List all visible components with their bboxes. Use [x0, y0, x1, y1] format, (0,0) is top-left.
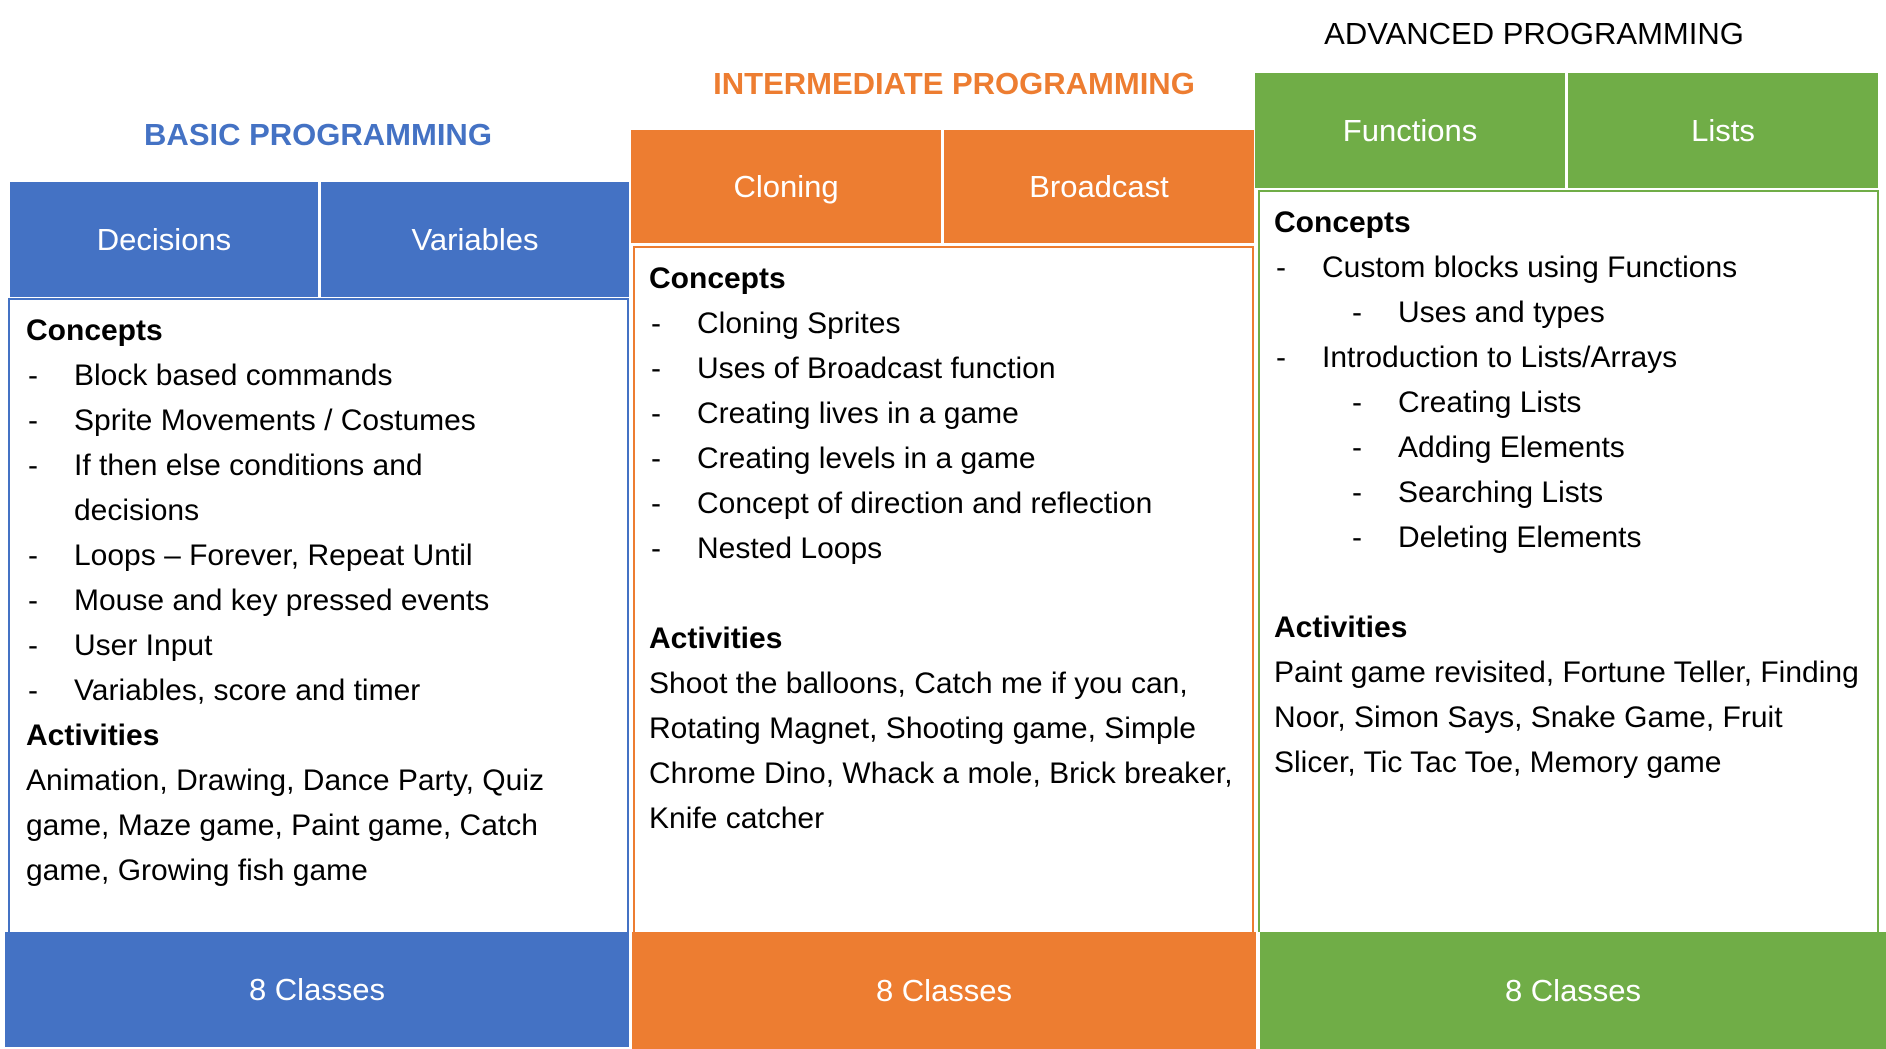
content-box-intermediate: Concepts Cloning Sprites Uses of Broadca… [633, 246, 1254, 932]
concept-item: Loops – Forever, Repeat Until [26, 533, 613, 578]
concept-subitem: Adding Elements [1274, 425, 1863, 470]
concept-subitem: Creating Lists [1274, 380, 1863, 425]
activities-text: Animation, Drawing, Dance Party, Quiz ga… [26, 764, 544, 887]
activities-text: Paint game revisited, Fortune Teller, Fi… [1274, 656, 1859, 779]
class-count-label: 8 Classes [875, 972, 1013, 1008]
class-count-band-basic: 8 Classes [5, 932, 629, 1047]
tab-functions: Functions [1342, 112, 1478, 148]
concept-item: Block based commands [26, 353, 613, 398]
concepts-list: Block based commands Sprite Movements / … [26, 353, 613, 713]
concept-item: Mouse and key pressed events [26, 578, 613, 623]
content-box-advanced: Concepts Custom blocks using Functions U… [1258, 190, 1879, 932]
activities-heading: Activities [26, 719, 160, 752]
spacer [649, 571, 1238, 616]
class-count-label: 8 Classes [248, 971, 386, 1007]
concept-item: User Input [26, 623, 613, 668]
tab-lists: Lists [1565, 73, 1878, 188]
concept-item: Nested Loops [649, 526, 1238, 571]
concept-item: Cloning Sprites [649, 301, 1238, 346]
topic-header-intermediate: Cloning Broadcast [631, 130, 1254, 243]
concept-item: If then else conditions and decisions [26, 443, 494, 533]
concept-item: Introduction to Lists/Arrays [1274, 335, 1863, 380]
concepts-heading: Concepts [649, 262, 786, 295]
class-count-label: 8 Classes [1504, 972, 1642, 1008]
class-count-band-intermediate: 8 Classes [632, 932, 1256, 1049]
concepts-heading: Concepts [1274, 206, 1411, 239]
concept-item: Creating lives in a game [649, 391, 1238, 436]
level-title-advanced: ADVANCED PROGRAMMING [1324, 16, 1744, 51]
tab-broadcast: Broadcast [941, 130, 1254, 243]
concept-item: Concept of direction and reflection [649, 481, 1238, 526]
activities-heading: Activities [649, 622, 783, 655]
concepts-heading: Concepts [26, 314, 163, 347]
concept-subitem: Searching Lists [1274, 470, 1863, 515]
level-title-basic: BASIC PROGRAMMING [144, 117, 492, 152]
tab-decisions: Decisions [96, 221, 232, 257]
concepts-list: Custom blocks using Functions Uses and t… [1274, 245, 1863, 560]
level-title-intermediate: INTERMEDIATE PROGRAMMING [713, 66, 1195, 101]
concept-subitem: Uses and types [1274, 290, 1863, 335]
concept-item: Custom blocks using Functions [1274, 245, 1863, 290]
activities-text: Shoot the balloons, Catch me if you can,… [649, 667, 1233, 835]
activities-heading: Activities [1274, 611, 1408, 644]
topic-header-basic: Decisions Variables [10, 182, 629, 297]
concept-item: Creating levels in a game [649, 436, 1238, 481]
concept-item: Sprite Movements / Costumes [26, 398, 613, 443]
concept-item: Variables, score and timer [26, 668, 613, 713]
tab-cloning: Cloning [733, 168, 839, 204]
content-box-basic: Concepts Block based commands Sprite Mov… [8, 298, 629, 932]
spacer [1274, 560, 1863, 605]
class-count-band-advanced: 8 Classes [1260, 932, 1886, 1049]
concept-item: Uses of Broadcast function [649, 346, 1238, 391]
concepts-list: Cloning Sprites Uses of Broadcast functi… [649, 301, 1238, 571]
topic-header-advanced: Functions Lists [1255, 73, 1878, 188]
tab-variables: Variables [318, 182, 629, 297]
concept-subitem: Deleting Elements [1274, 515, 1863, 560]
